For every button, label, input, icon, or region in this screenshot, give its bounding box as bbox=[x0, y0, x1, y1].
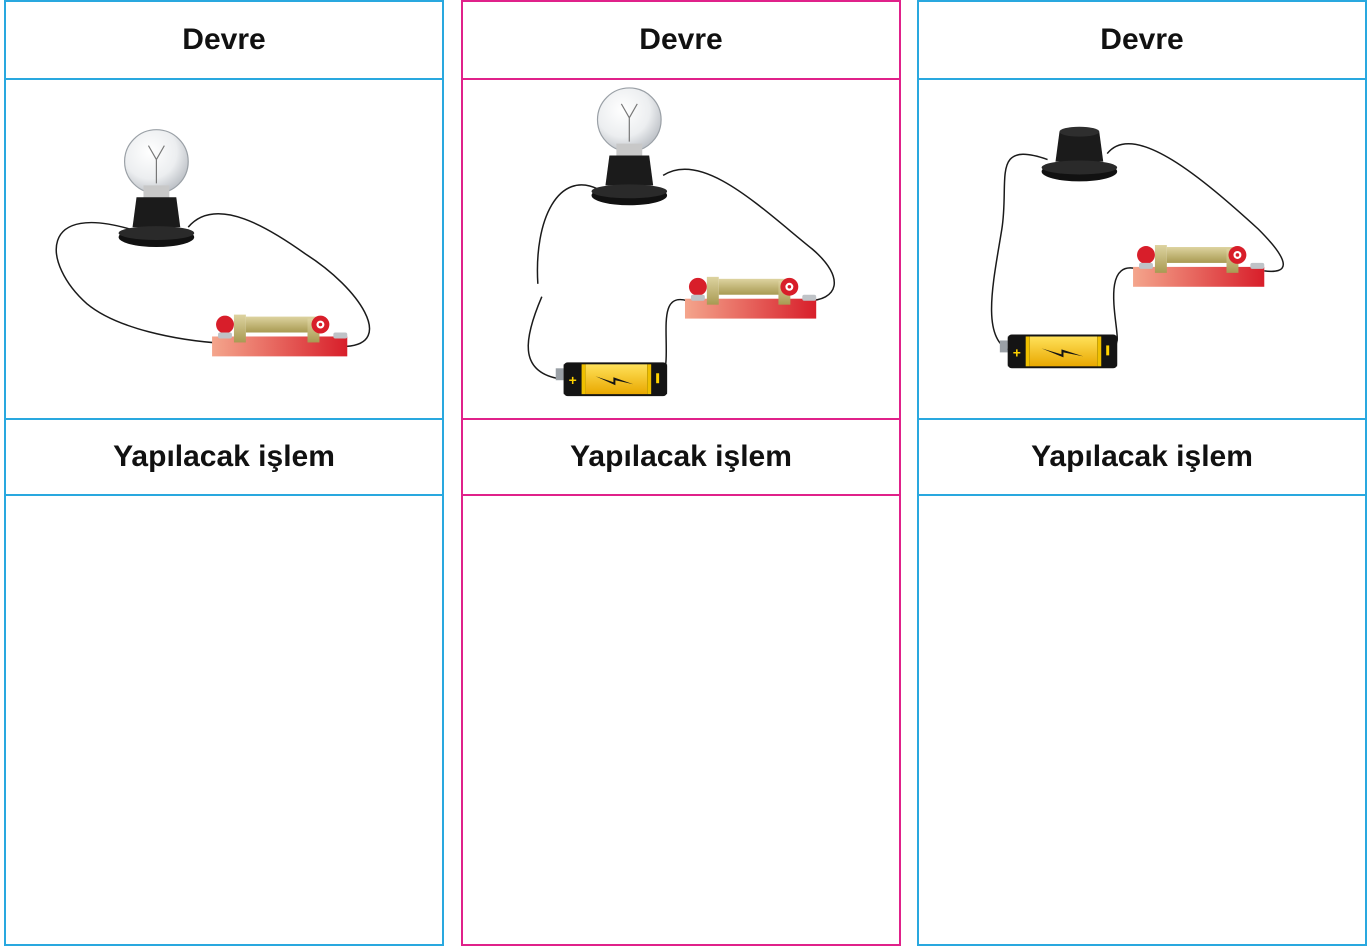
circuit-title: Devre bbox=[1100, 23, 1184, 56]
battery-icon: + bbox=[999, 334, 1118, 369]
switch-icon bbox=[684, 276, 817, 319]
svg-text:+: + bbox=[1013, 344, 1021, 360]
action-label: Yapılacak işlem bbox=[463, 418, 899, 494]
lamp-holder-icon bbox=[1041, 126, 1118, 182]
circuit-card-3: Devre bbox=[917, 0, 1367, 946]
switch-icon bbox=[212, 314, 348, 357]
battery-icon: + bbox=[555, 362, 668, 397]
answer-area[interactable] bbox=[6, 494, 442, 944]
light-bulb-icon bbox=[591, 87, 668, 206]
wire bbox=[55, 213, 371, 348]
action-label: Yapılacak işlem bbox=[6, 418, 442, 494]
answer-area[interactable] bbox=[463, 494, 899, 944]
circuit-card-1: Devre bbox=[4, 0, 444, 946]
circuit-diagram: + bbox=[919, 78, 1365, 418]
circuit-title: Devre bbox=[639, 23, 723, 56]
circuit-title: Devre bbox=[182, 23, 266, 56]
answer-area[interactable] bbox=[919, 494, 1365, 944]
switch-icon bbox=[1133, 245, 1265, 287]
wire bbox=[527, 168, 835, 379]
circuit-diagram bbox=[6, 78, 442, 418]
circuit-diagram: + bbox=[463, 78, 899, 418]
circuit-card-2: Devre bbox=[461, 0, 901, 946]
light-bulb-icon bbox=[118, 129, 195, 248]
svg-text:+: + bbox=[569, 372, 577, 388]
action-label: Yapılacak işlem bbox=[919, 418, 1365, 494]
